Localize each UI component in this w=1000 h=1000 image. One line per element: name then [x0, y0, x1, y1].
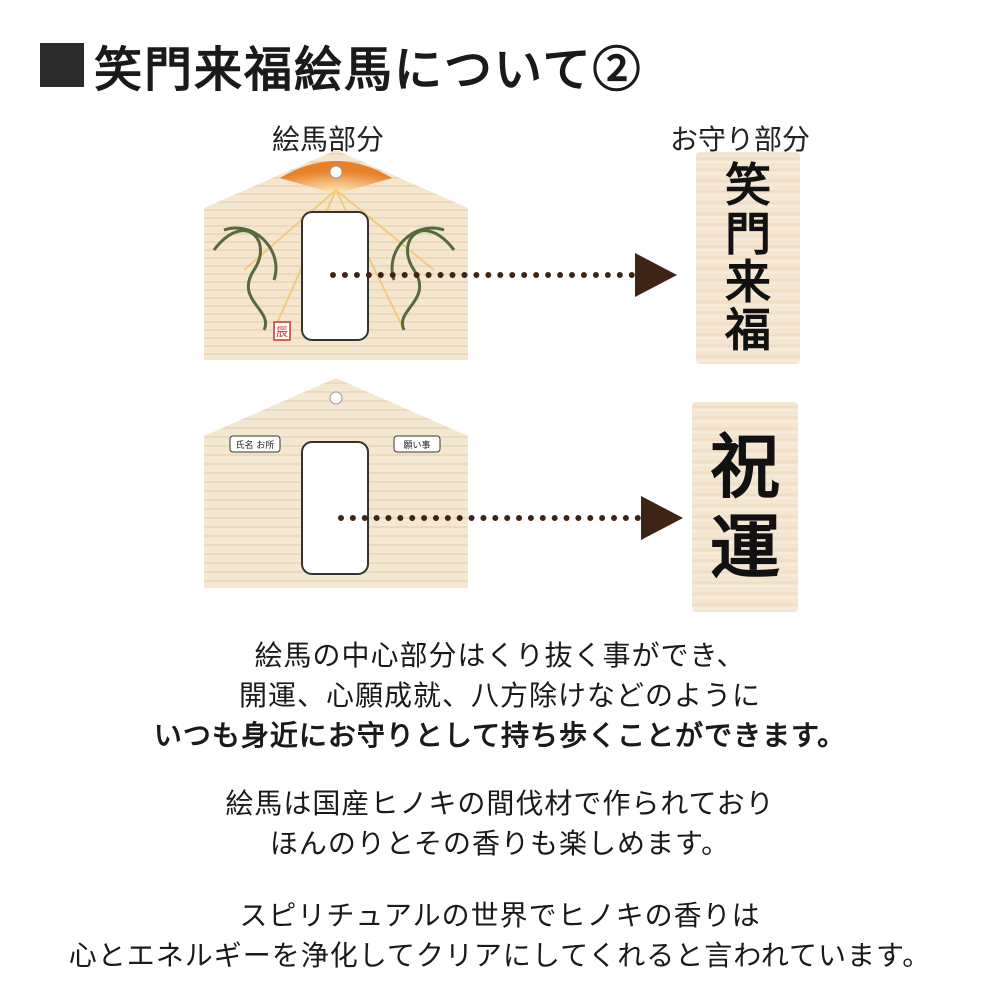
omamori-char: 運 — [710, 506, 780, 589]
seal-text: 辰 — [276, 325, 288, 339]
wish-label: 願い事 — [403, 439, 430, 451]
paragraph-line: スピリチュアルの世界でヒノキの香りは — [239, 899, 761, 932]
paragraph-line: 開運、心願成就、八方除けなどのように — [238, 679, 761, 712]
arrow-right-icon — [641, 496, 683, 540]
square-bullet-icon — [40, 43, 84, 87]
page-title: 笑門来福絵馬について② — [40, 30, 643, 100]
omamori-char: 福 — [725, 303, 771, 358]
omamori-char: 門 — [725, 206, 771, 261]
paragraph-2: 絵馬は国産ヒノキの間伐材で作られており ほんのりとその香りも楽しめます。 — [0, 784, 1000, 864]
cutout-window — [301, 441, 369, 575]
arrow-right-icon — [635, 253, 677, 297]
name-label: 氏名 お所 — [236, 439, 275, 451]
paragraph-line: 絵馬は国産ヒノキの間伐材で作られており — [225, 787, 775, 820]
ema-front: 辰 — [204, 150, 468, 360]
dragon-illustration — [212, 226, 456, 331]
omamori-char: 祝 — [710, 424, 780, 508]
paragraph-1: 絵馬の中心部分はくり抜く事ができ、 開運、心願成就、八方除けなどのように いつも… — [0, 636, 1000, 756]
omamori-char: 笑 — [725, 158, 771, 213]
ema-back: 氏名 お所 願い事 — [204, 378, 468, 588]
paragraph-line: いつも身近にお守りとして持ち歩くことができます。 — [153, 719, 847, 752]
paragraph-line: 絵馬の中心部分はくり抜く事ができ、 — [254, 639, 746, 672]
arrow-line-top — [330, 272, 635, 278]
title-text: 笑門来福絵馬について② — [94, 42, 643, 98]
omamori-top: 笑 門 来 福 — [696, 152, 800, 364]
paragraph-line: 心とエネルギーを浄化してクリアにしてくれると言われています。 — [68, 939, 932, 972]
hang-hole — [329, 165, 343, 179]
paragraph-3: スピリチュアルの世界でヒノキの香りは 心とエネルギーを浄化してクリアにしてくれる… — [0, 896, 1000, 976]
seal-stamp — [273, 321, 291, 341]
omamori-bottom: 祝 運 — [692, 402, 798, 612]
omamori-part-label: お守り部分 — [670, 123, 811, 156]
omamori-char: 来 — [725, 255, 771, 309]
hang-hole — [329, 391, 343, 405]
ema-part-label: 絵馬部分 — [272, 123, 385, 156]
paragraph-line: ほんのりとその香りも楽しめます。 — [269, 827, 731, 860]
arrow-line-bottom — [338, 515, 641, 521]
